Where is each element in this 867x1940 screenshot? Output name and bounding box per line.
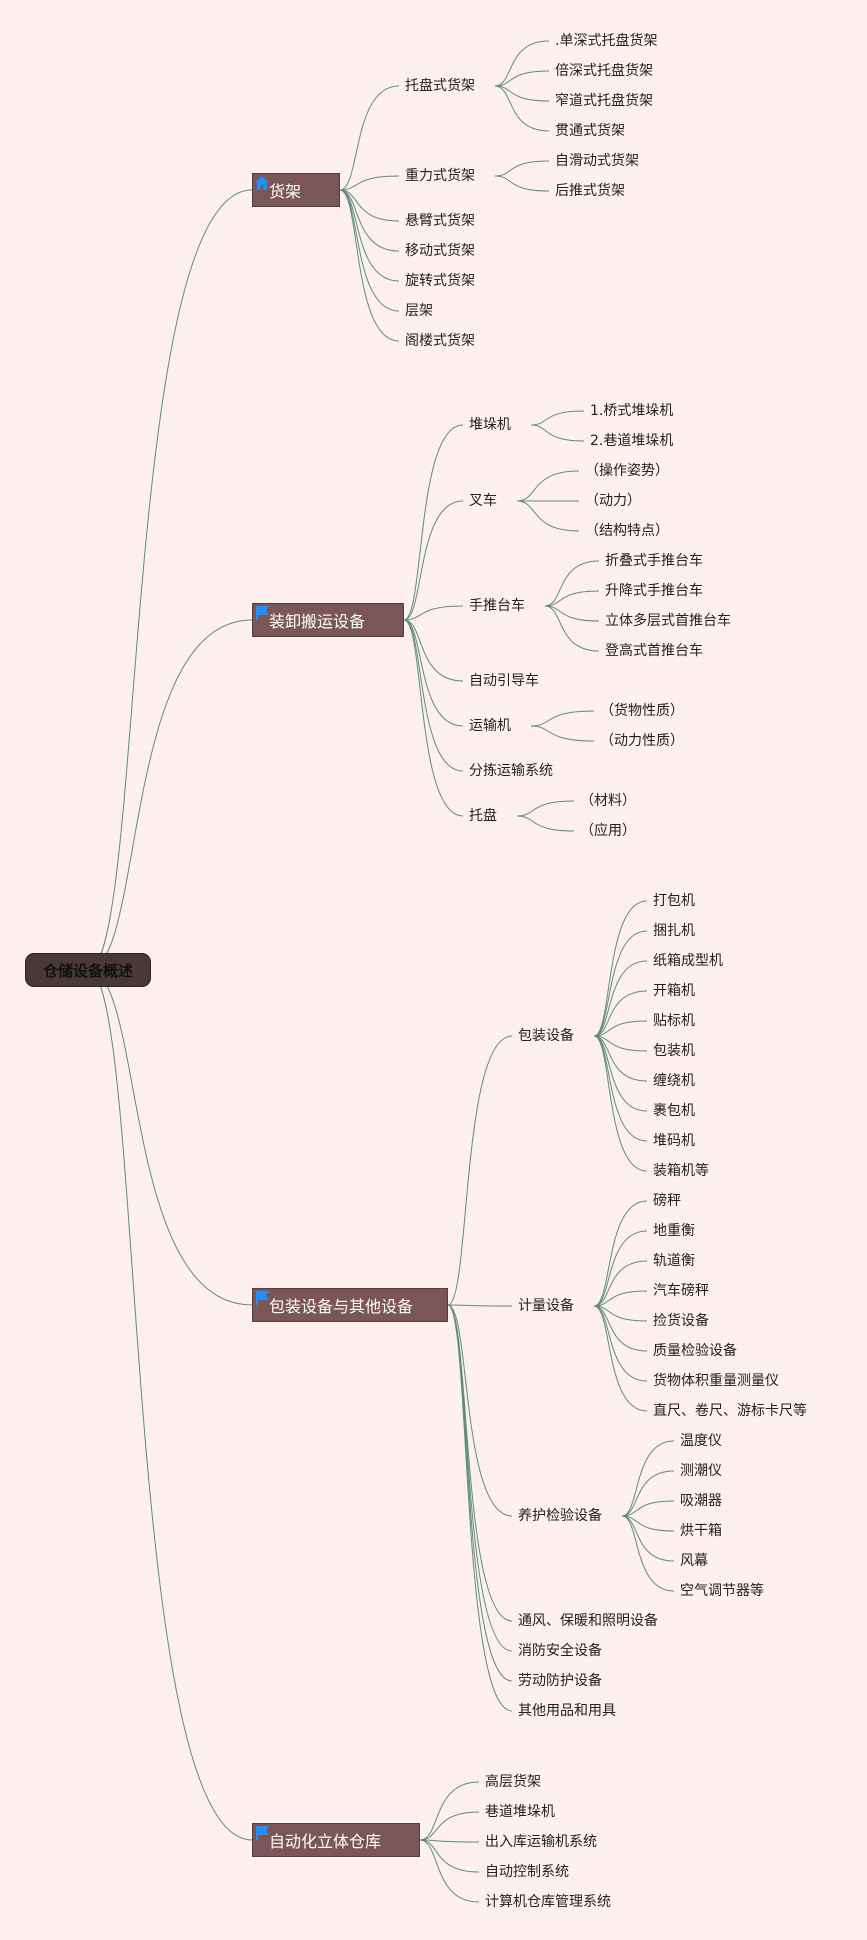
- leaf-node[interactable]: （动力性质）: [600, 733, 684, 749]
- child-node[interactable]: 自动引导车: [469, 673, 539, 689]
- child-node[interactable]: 层架: [405, 303, 433, 319]
- leaf-node[interactable]: 直尺、卷尺、游标卡尺等: [653, 1403, 807, 1419]
- leaf-node[interactable]: 空气调节器等: [680, 1583, 764, 1599]
- leaf-node[interactable]: 自滑动式货架: [555, 153, 639, 169]
- leaf-node[interactable]: 质量检验设备: [653, 1343, 737, 1359]
- leaf-node[interactable]: （动力）: [585, 493, 641, 509]
- leaf-node[interactable]: 打包机: [653, 893, 695, 909]
- child-node[interactable]: 高层货架: [485, 1774, 541, 1790]
- child-node[interactable]: 劳动防护设备: [518, 1673, 602, 1689]
- child-node[interactable]: 叉车: [469, 493, 497, 509]
- child-node[interactable]: 计量设备: [518, 1298, 574, 1314]
- child-node[interactable]: 分拣运输系统: [469, 763, 553, 779]
- leaf-node[interactable]: 后推式货架: [555, 183, 625, 199]
- leaf-node[interactable]: 堆码机: [653, 1133, 695, 1149]
- leaf-node[interactable]: 磅秤: [653, 1193, 681, 1209]
- flag-icon: [256, 1291, 269, 1305]
- leaf-node[interactable]: 捆扎机: [653, 923, 695, 939]
- leaf-node[interactable]: （操作姿势）: [585, 463, 669, 479]
- branch-node[interactable]: 货架: [252, 173, 340, 207]
- child-node[interactable]: 出入库运输机系统: [485, 1834, 597, 1850]
- child-node[interactable]: 阁楼式货架: [405, 333, 475, 349]
- child-node[interactable]: 堆垛机: [469, 417, 511, 433]
- child-node[interactable]: 旋转式货架: [405, 273, 475, 289]
- leaf-node[interactable]: 倍深式托盘货架: [555, 63, 653, 79]
- child-node[interactable]: 计算机仓库管理系统: [485, 1894, 611, 1910]
- flag-icon: [256, 1826, 269, 1840]
- child-node[interactable]: 托盘: [469, 808, 497, 824]
- leaf-node[interactable]: 开箱机: [653, 983, 695, 999]
- child-node[interactable]: 重力式货架: [405, 168, 475, 184]
- leaf-node[interactable]: 烘干箱: [680, 1523, 722, 1539]
- leaf-node[interactable]: 轨道衡: [653, 1253, 695, 1269]
- leaf-node[interactable]: 地重衡: [653, 1223, 695, 1239]
- branch-node[interactable]: 装卸搬运设备: [252, 603, 404, 637]
- child-node[interactable]: 悬臂式货架: [405, 213, 475, 229]
- leaf-node[interactable]: 风幕: [680, 1553, 708, 1569]
- leaf-node[interactable]: 包装机: [653, 1043, 695, 1059]
- branch-label: 装卸搬运设备: [269, 612, 366, 631]
- leaf-node[interactable]: 裹包机: [653, 1103, 695, 1119]
- child-node[interactable]: 手推台车: [469, 598, 525, 614]
- child-node[interactable]: 巷道堆垛机: [485, 1804, 555, 1820]
- leaf-node[interactable]: （结构特点）: [585, 523, 669, 539]
- leaf-node[interactable]: 贴标机: [653, 1013, 695, 1029]
- branch-node[interactable]: 自动化立体仓库: [252, 1823, 420, 1857]
- leaf-node[interactable]: 缠绕机: [653, 1073, 695, 1089]
- leaf-node[interactable]: 立体多层式首推台车: [605, 613, 731, 629]
- leaf-node[interactable]: 捡货设备: [653, 1313, 709, 1329]
- branch-label: 货架: [269, 182, 302, 201]
- branch-label: 自动化立体仓库: [269, 1832, 382, 1851]
- child-node[interactable]: 托盘式货架: [405, 78, 475, 94]
- root-node[interactable]: 仓储设备概述: [25, 953, 151, 987]
- flag-icon: [256, 606, 269, 620]
- leaf-node[interactable]: 纸箱成型机: [653, 953, 723, 969]
- leaf-node[interactable]: 装箱机等: [653, 1163, 709, 1179]
- leaf-node[interactable]: （货物性质）: [600, 703, 684, 719]
- child-node[interactable]: 养护检验设备: [518, 1508, 602, 1524]
- child-node[interactable]: 消防安全设备: [518, 1643, 602, 1659]
- leaf-node[interactable]: 温度仪: [680, 1433, 722, 1449]
- child-node[interactable]: 运输机: [469, 718, 511, 734]
- branch-label: 包装设备与其他设备: [269, 1297, 414, 1316]
- child-node[interactable]: 其他用品和用具: [518, 1703, 616, 1719]
- child-node[interactable]: 通风、保暖和照明设备: [518, 1613, 658, 1629]
- leaf-node[interactable]: （应用）: [580, 823, 636, 839]
- child-node[interactable]: 包装设备: [518, 1028, 574, 1044]
- leaf-node[interactable]: （材料）: [580, 793, 636, 809]
- leaf-node[interactable]: 折叠式手推台车: [605, 553, 703, 569]
- leaf-node[interactable]: 窄道式托盘货架: [555, 93, 653, 109]
- leaf-node[interactable]: 2.巷道堆垛机: [590, 433, 674, 449]
- branch-node[interactable]: 包装设备与其他设备: [252, 1288, 448, 1322]
- leaf-node[interactable]: 货物体积重量测量仪: [653, 1373, 779, 1389]
- leaf-node[interactable]: 测潮仪: [680, 1463, 722, 1479]
- child-node[interactable]: 移动式货架: [405, 243, 475, 259]
- leaf-node[interactable]: 1.桥式堆垛机: [590, 403, 674, 419]
- leaf-node[interactable]: 汽车磅秤: [653, 1283, 709, 1299]
- child-node[interactable]: 自动控制系统: [485, 1864, 569, 1880]
- leaf-node[interactable]: 吸潮器: [680, 1493, 722, 1509]
- leaf-node[interactable]: 贯通式货架: [555, 123, 625, 139]
- leaf-node[interactable]: 升降式手推台车: [605, 583, 703, 599]
- leaf-node[interactable]: .单深式托盘货架: [555, 33, 658, 49]
- house-icon: [255, 176, 269, 190]
- leaf-node[interactable]: 登高式首推台车: [605, 643, 703, 659]
